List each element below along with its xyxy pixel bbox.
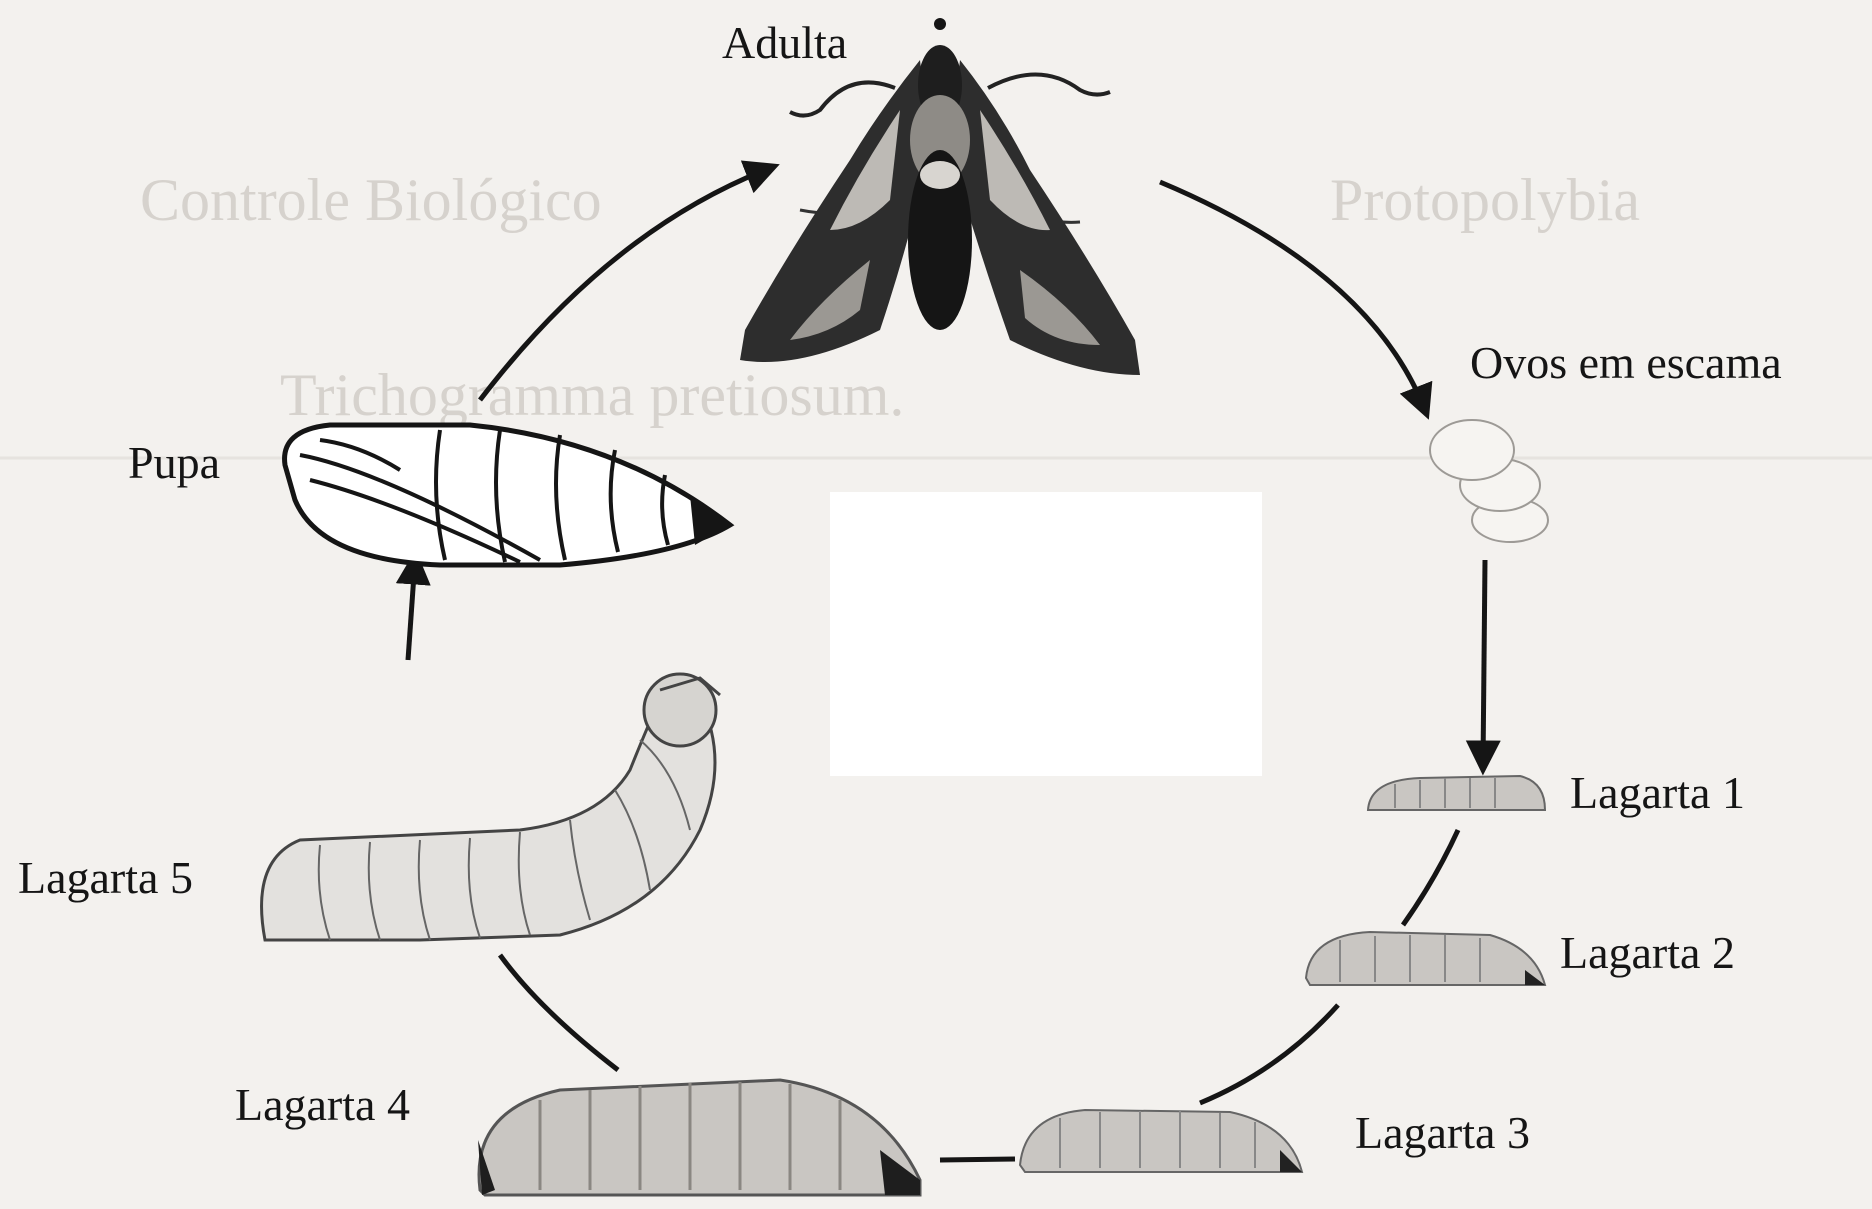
label-lagarta-2: Lagarta 2	[1560, 930, 1735, 976]
larva-4-icon	[478, 1080, 920, 1195]
arrow-adult-to-eggs-icon	[1160, 182, 1425, 410]
connector-larva4-to-larva5	[500, 955, 618, 1070]
larva-3-icon	[1020, 1110, 1302, 1172]
connector-larva1-to-larva2	[1403, 830, 1458, 925]
label-lagarta-1: Lagarta 1	[1570, 770, 1745, 816]
pupa-icon	[285, 425, 730, 565]
label-lagarta-5: Lagarta 5	[18, 855, 193, 901]
blank-area	[830, 492, 1262, 776]
label-pupa: Pupa	[128, 440, 220, 486]
label-adulta: Adulta	[722, 20, 847, 66]
moth-adult-icon	[740, 18, 1140, 375]
label-lagarta-3: Lagarta 3	[1355, 1110, 1530, 1156]
arrow-larva5-to-pupa-icon	[408, 560, 415, 660]
larva-1-icon	[1368, 776, 1545, 810]
larva-5-icon	[262, 674, 720, 940]
connector-larva2-to-larva3	[1200, 1005, 1338, 1103]
larva-2-icon	[1306, 932, 1545, 985]
arrow-pupa-to-adult-icon	[480, 168, 770, 400]
label-ovos: Ovos em escama	[1470, 340, 1782, 386]
label-lagarta-4: Lagarta 4	[235, 1082, 410, 1128]
arrow-eggs-to-larva1-icon	[1483, 560, 1485, 765]
egg-scale-icon	[1430, 420, 1548, 542]
connector-larva3-to-larva4	[940, 1159, 1015, 1160]
